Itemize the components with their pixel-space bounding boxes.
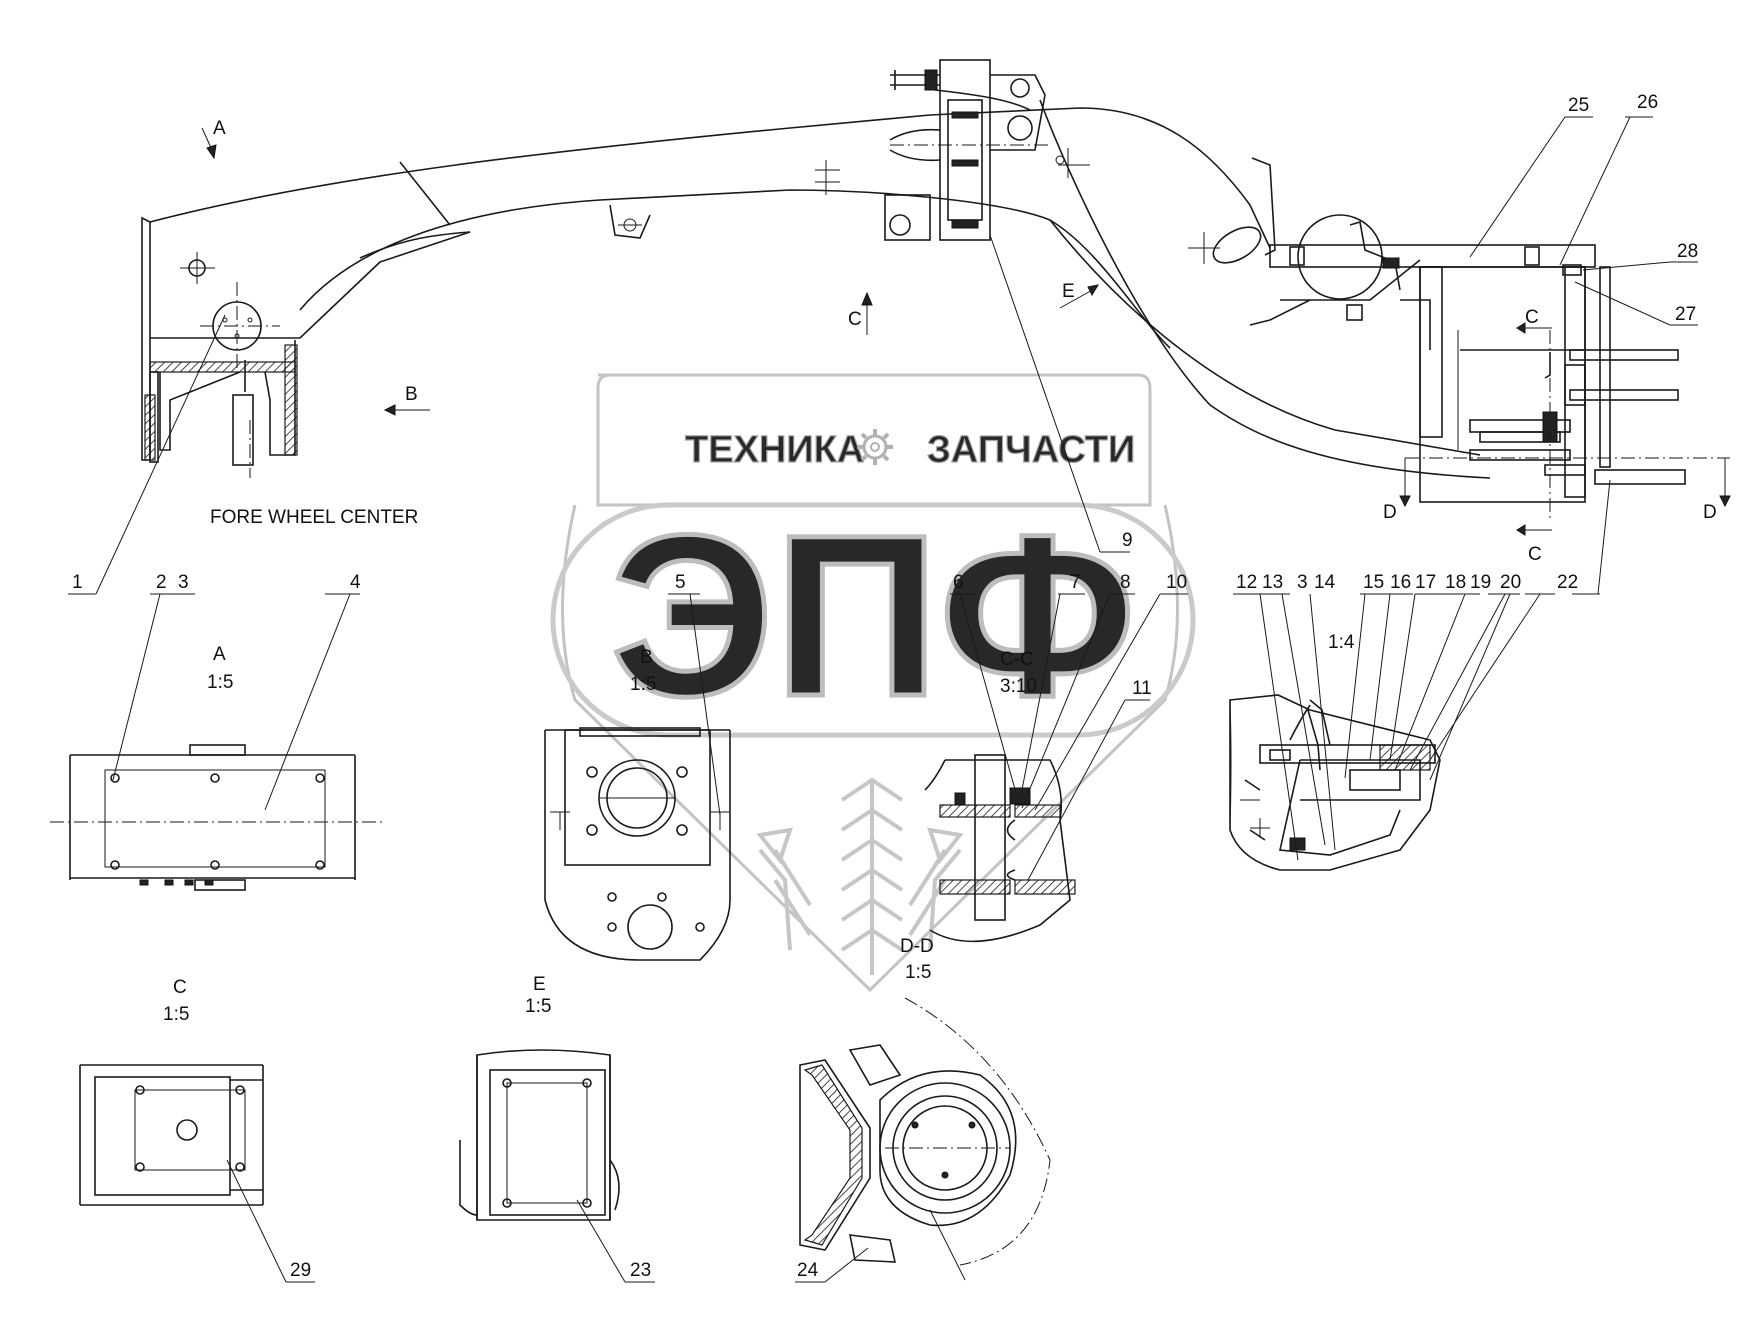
leader-lines [68, 116, 1698, 1283]
view-c-scale: 1:5 [163, 1004, 189, 1025]
view-e-name: E [533, 974, 546, 995]
watermark: ТЕХНИКА ЗАПЧАСТИ ЭПФ [550, 373, 1196, 993]
callout-5: 5 [675, 572, 686, 593]
view-cc-name: C-C [1000, 649, 1034, 670]
section-label-d-left: D [1383, 502, 1397, 523]
arrow-label-a: A [213, 118, 226, 139]
view-dd: D-D 1:5 [799, 936, 1051, 1281]
callout-25: 25 [1568, 95, 1589, 116]
callout-6: 6 [953, 572, 964, 593]
view-e: E 1:5 [459, 974, 620, 1221]
callout-7: 7 [1070, 572, 1081, 593]
callout-1: 1 [72, 572, 83, 593]
arrow-label-e: E [1062, 281, 1075, 302]
view-dd-scale: 1:5 [905, 962, 931, 983]
view-detail: 1:4 [1229, 632, 1441, 871]
watermark-text-left: ТЕХНИКА [685, 429, 864, 471]
callout-28: 28 [1677, 241, 1698, 262]
view-a-scale: 1:5 [207, 672, 233, 693]
callout-29: 29 [290, 1260, 311, 1281]
gear-icon [857, 429, 893, 465]
callout-15: 15 [1363, 572, 1384, 593]
callout-26: 26 [1637, 92, 1658, 113]
callout-20: 20 [1500, 572, 1521, 593]
callout-9: 9 [1122, 530, 1133, 551]
arrow-label-b: B [405, 384, 418, 405]
callout-4: 4 [350, 572, 361, 593]
fore-wheel-center-note: FORE WHEEL CENTER [210, 507, 418, 528]
view-c-name: C [173, 977, 187, 998]
view-e-scale: 1:5 [525, 996, 551, 1017]
callout-27: 27 [1675, 304, 1696, 325]
view-detail-scale: 1:4 [1328, 632, 1355, 653]
callout-24: 24 [797, 1260, 819, 1281]
callout-3b: 3 [1297, 572, 1308, 593]
callout-23: 23 [630, 1260, 651, 1281]
view-dd-name: D-D [900, 936, 934, 957]
callout-2: 2 [156, 572, 167, 593]
callout-17: 17 [1415, 572, 1436, 593]
watermark-text-right: ЗАПЧАСТИ [927, 429, 1135, 471]
main-frame-view [141, 59, 1731, 536]
view-b: B 1:5 [544, 647, 731, 961]
wheat-icon [756, 777, 964, 975]
callout-11: 11 [1132, 678, 1152, 699]
callout-14: 14 [1314, 572, 1336, 593]
view-b-name: B [640, 647, 653, 668]
view-c: C 1:5 [79, 977, 264, 1206]
view-a-name: A [213, 644, 226, 665]
callout-16: 16 [1390, 572, 1411, 593]
callout-12: 12 [1236, 572, 1257, 593]
callout-3: 3 [178, 572, 189, 593]
arrow-label-c: C [848, 309, 862, 330]
view-arrows: A B C E C C D D [201, 118, 1717, 565]
section-label-c-bottom: C [1528, 544, 1542, 565]
watermark-logo: ЭПФ [610, 487, 1135, 744]
callout-10: 10 [1166, 572, 1187, 593]
callout-13: 13 [1262, 572, 1283, 593]
callout-18: 18 [1445, 572, 1466, 593]
callout-19: 19 [1470, 572, 1491, 593]
view-cc-scale: 3:10 [1000, 676, 1037, 697]
view-b-scale: 1:5 [630, 674, 656, 695]
section-label-c-top: C [1525, 307, 1539, 328]
view-a: A 1:5 [50, 644, 385, 891]
callout-22: 22 [1557, 572, 1578, 593]
callout-8: 8 [1120, 572, 1131, 593]
section-label-d-right: D [1703, 502, 1717, 523]
callout-numbers: 1 2 3 4 5 6 7 8 9 10 11 12 13 3 14 15 16… [72, 92, 1698, 1281]
